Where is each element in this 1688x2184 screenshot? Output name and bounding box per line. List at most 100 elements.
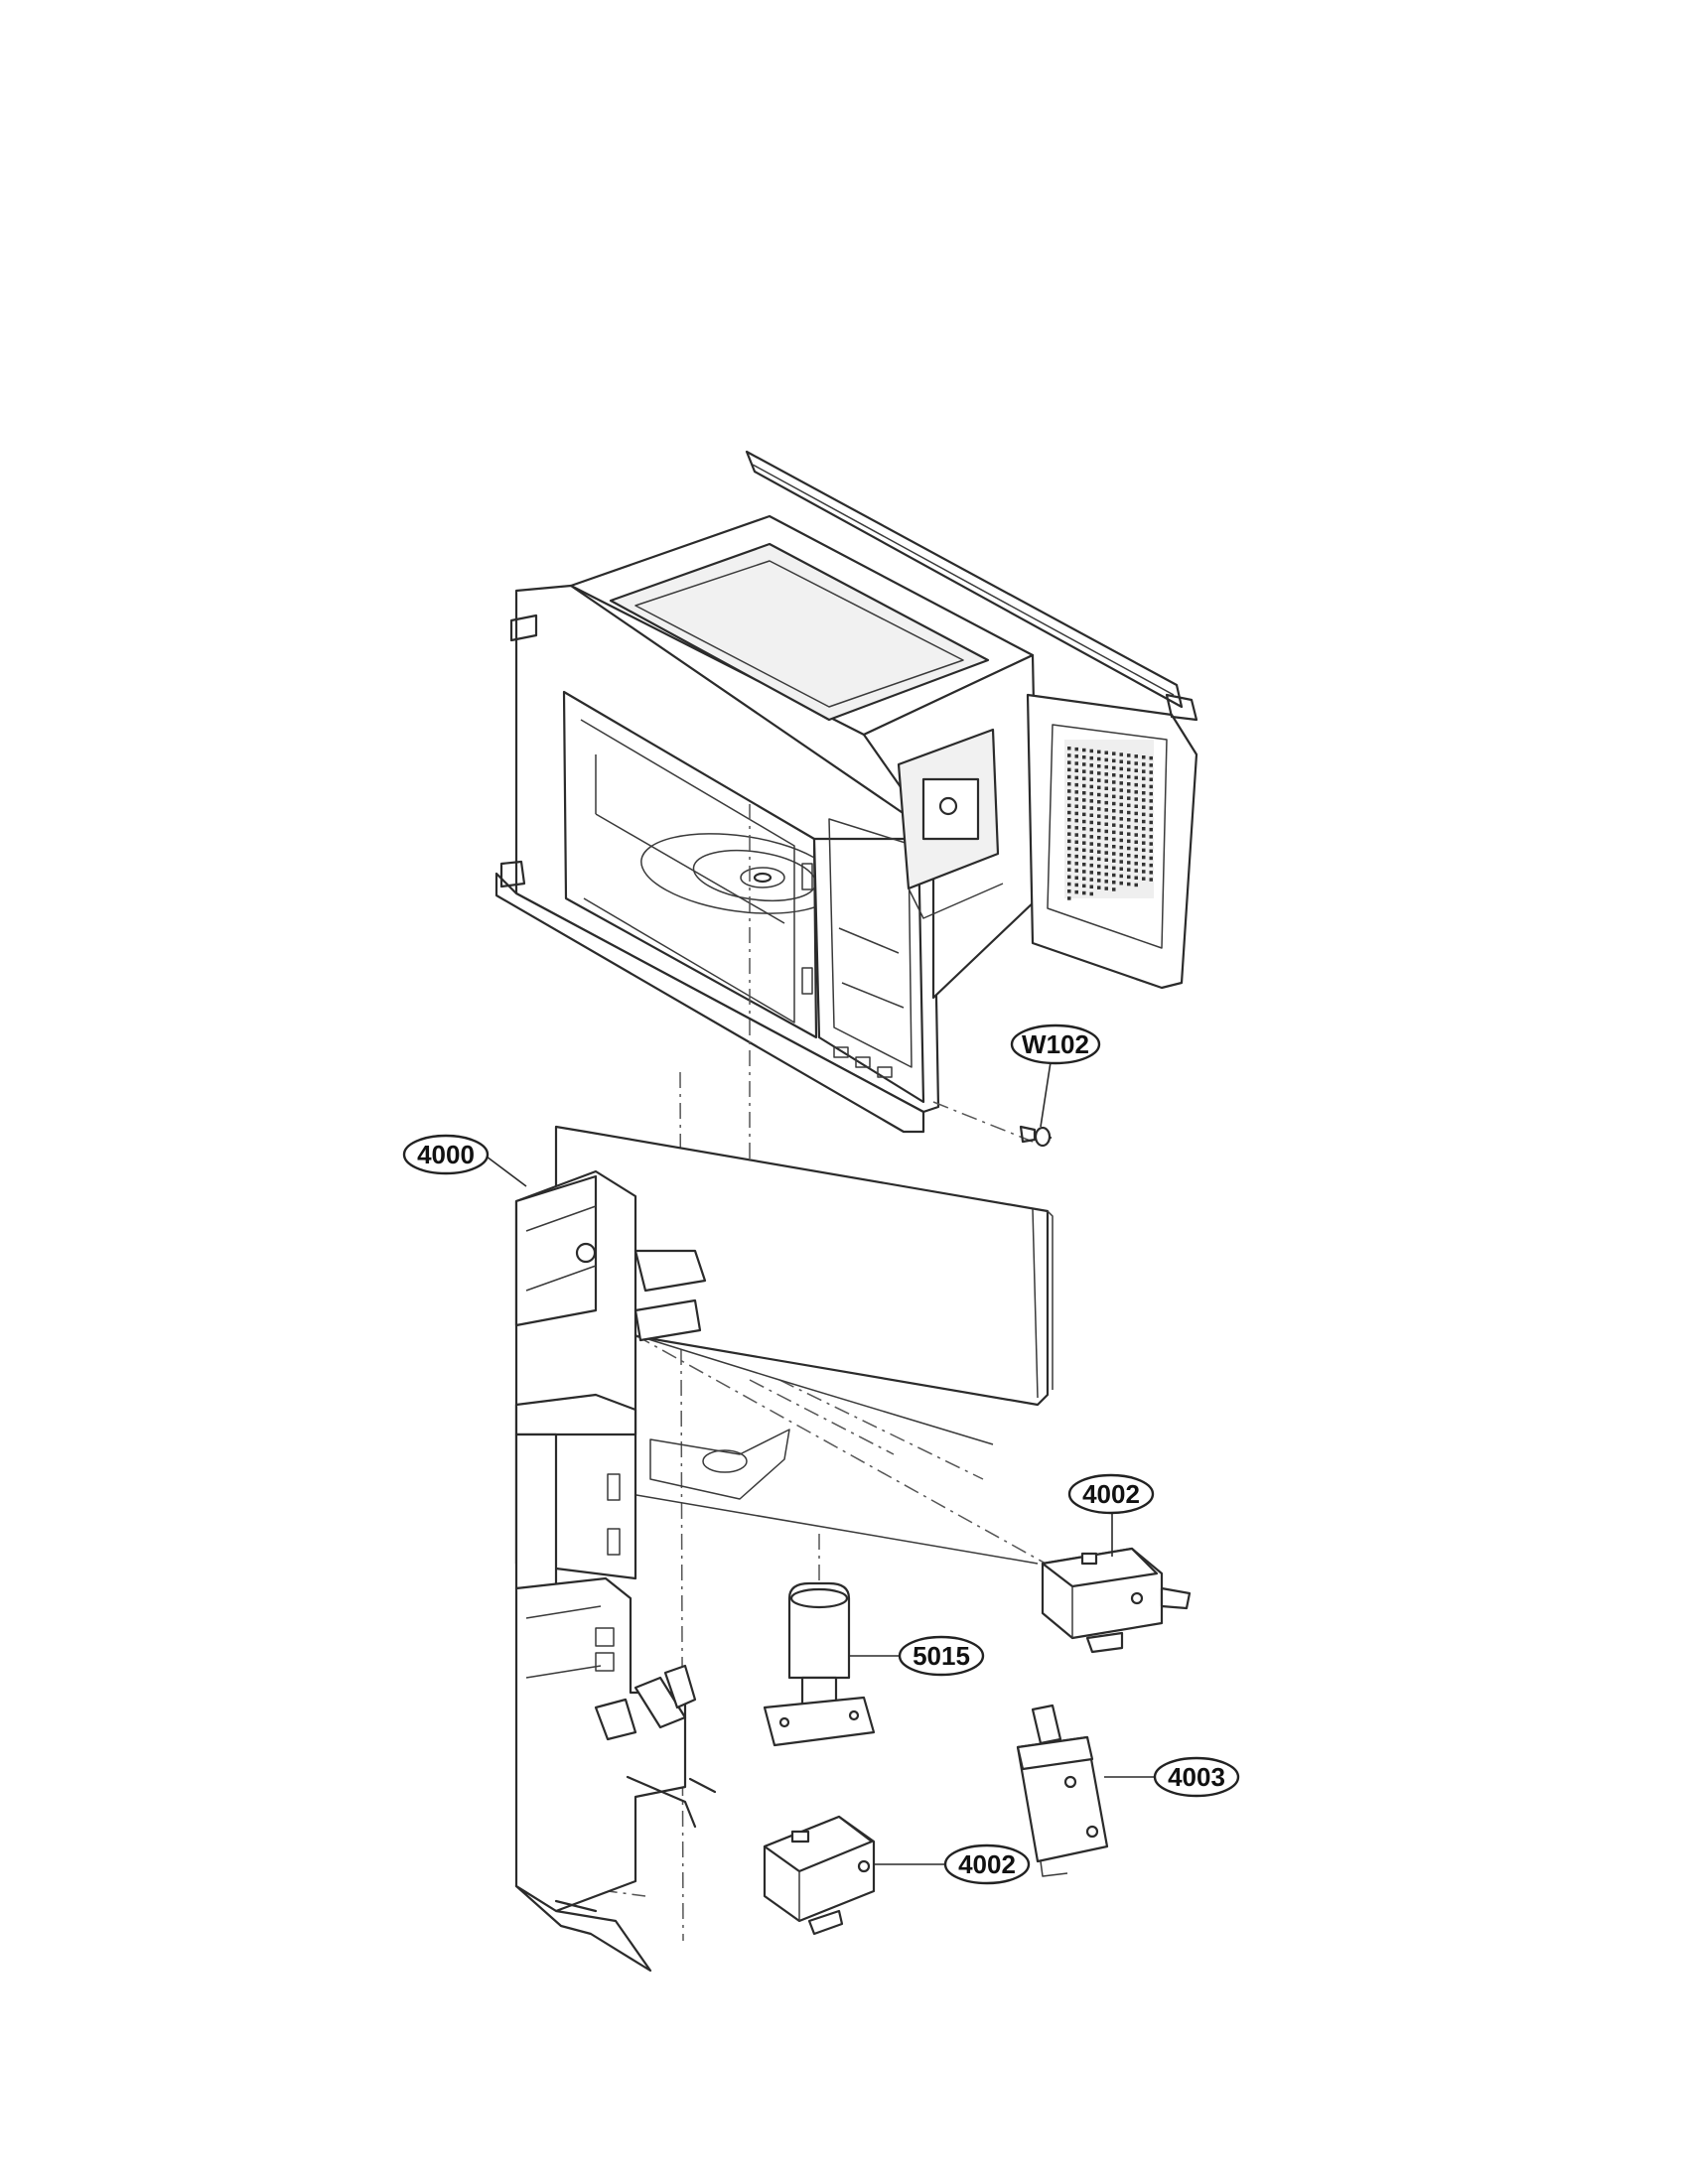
vent-hole	[1134, 761, 1138, 765]
vent-hole	[1119, 881, 1123, 886]
vent-hole	[1067, 818, 1071, 822]
vent-hole	[1067, 810, 1071, 815]
vent-hole	[1097, 857, 1101, 862]
vent-hole	[1142, 776, 1146, 781]
vent-hole	[1142, 855, 1146, 860]
vent-hole	[1097, 828, 1101, 833]
vent-hole	[1067, 896, 1071, 900]
vent-hole	[1104, 822, 1108, 826]
vent-hole	[1119, 795, 1123, 799]
vent-hole	[1112, 780, 1116, 784]
vent-hole	[1112, 881, 1116, 885]
vent-hole	[1067, 839, 1071, 844]
vent-hole	[1112, 859, 1116, 863]
vent-hole	[1082, 848, 1086, 853]
vent-hole	[1142, 877, 1146, 881]
vent-hole	[1149, 813, 1153, 817]
vent-hole	[1104, 844, 1108, 848]
oven-cavity-assembly	[494, 450, 1198, 1134]
vent-hole	[1097, 771, 1101, 775]
vent-hole	[1149, 849, 1153, 853]
callout-w102-label: W102	[1022, 1029, 1089, 1059]
vent-hole	[1097, 836, 1101, 840]
vent-hole	[1089, 813, 1093, 817]
vent-hole	[1089, 806, 1093, 810]
vent-hole	[1097, 785, 1101, 790]
vent-hole	[1127, 854, 1131, 858]
vent-hole	[1149, 820, 1153, 825]
vent-hole	[1067, 747, 1071, 751]
vent-hole	[1104, 793, 1108, 798]
vent-hole	[1112, 830, 1116, 835]
vent-hole	[1074, 889, 1078, 894]
vent-hole	[1119, 867, 1123, 871]
vent-hole	[1082, 819, 1086, 824]
vent-hole	[1082, 863, 1086, 867]
vent-hole	[1082, 870, 1086, 874]
vent-hole	[1089, 871, 1093, 875]
vent-hole	[1074, 876, 1078, 880]
vent-hole	[1134, 797, 1138, 801]
vent-hole	[1127, 882, 1131, 887]
vent-hole	[1112, 809, 1116, 813]
leader-lines	[486, 1061, 1157, 1865]
vent-hole	[1104, 751, 1108, 754]
vent-hole	[1112, 866, 1116, 871]
vent-hole	[1104, 836, 1108, 841]
vent-hole	[1082, 769, 1086, 773]
vent-hole	[1082, 827, 1086, 831]
vent-hole	[1112, 837, 1116, 842]
vent-hole	[1074, 761, 1078, 765]
vent-hole	[1134, 862, 1138, 866]
vent-hole	[1089, 763, 1093, 767]
vent-hole	[1104, 764, 1108, 769]
vent-hole	[1067, 782, 1071, 786]
vent-hole	[1112, 765, 1116, 770]
vent-hole	[1142, 870, 1146, 874]
vent-hole	[1134, 833, 1138, 837]
vent-hole	[1074, 811, 1078, 816]
vent-hole	[1067, 796, 1071, 800]
vent-hole	[1142, 798, 1146, 802]
vent-hole	[1104, 858, 1108, 862]
vent-hole	[1127, 846, 1131, 851]
vent-hole	[1142, 805, 1146, 809]
vent-hole	[1074, 804, 1078, 808]
door-panel	[554, 1125, 1054, 1565]
vent-hole	[1104, 887, 1108, 890]
vent-hole	[1089, 856, 1093, 861]
vent-hole	[1127, 767, 1131, 772]
vent-hole	[1127, 753, 1131, 757]
vent-hole	[1067, 767, 1071, 772]
vent-hole	[1074, 797, 1078, 801]
vent-hole	[1082, 783, 1086, 788]
vent-hole	[1082, 834, 1086, 838]
vent-hole	[1089, 891, 1093, 896]
vent-hole	[1089, 799, 1093, 803]
vent-hole	[1082, 805, 1086, 809]
vent-hole	[1097, 821, 1101, 826]
vent-hole	[1097, 850, 1101, 854]
switch-4002-lower	[763, 1815, 876, 1936]
vent-hole	[1112, 887, 1116, 891]
vent-hole	[1104, 757, 1108, 762]
vent-hole	[1112, 852, 1116, 856]
vent-hole	[1082, 762, 1086, 766]
vent-hole	[1112, 801, 1116, 806]
vent-hole	[1082, 841, 1086, 845]
vent-hole	[1134, 775, 1138, 780]
vent-hole	[1089, 777, 1093, 781]
vent-hole	[1074, 826, 1078, 830]
vent-hole	[1067, 875, 1071, 880]
vent-hole	[1082, 791, 1086, 795]
vent-hole	[1149, 856, 1153, 861]
vent-hole	[1119, 773, 1123, 778]
vent-hole	[1097, 879, 1101, 883]
vent-hole	[1089, 842, 1093, 846]
vent-hole	[1104, 800, 1108, 805]
vent-hole	[1104, 786, 1108, 790]
vent-hole	[1134, 818, 1138, 823]
vent-hole	[1149, 777, 1153, 781]
vent-hole	[1134, 782, 1138, 787]
vent-hole	[1089, 784, 1093, 789]
